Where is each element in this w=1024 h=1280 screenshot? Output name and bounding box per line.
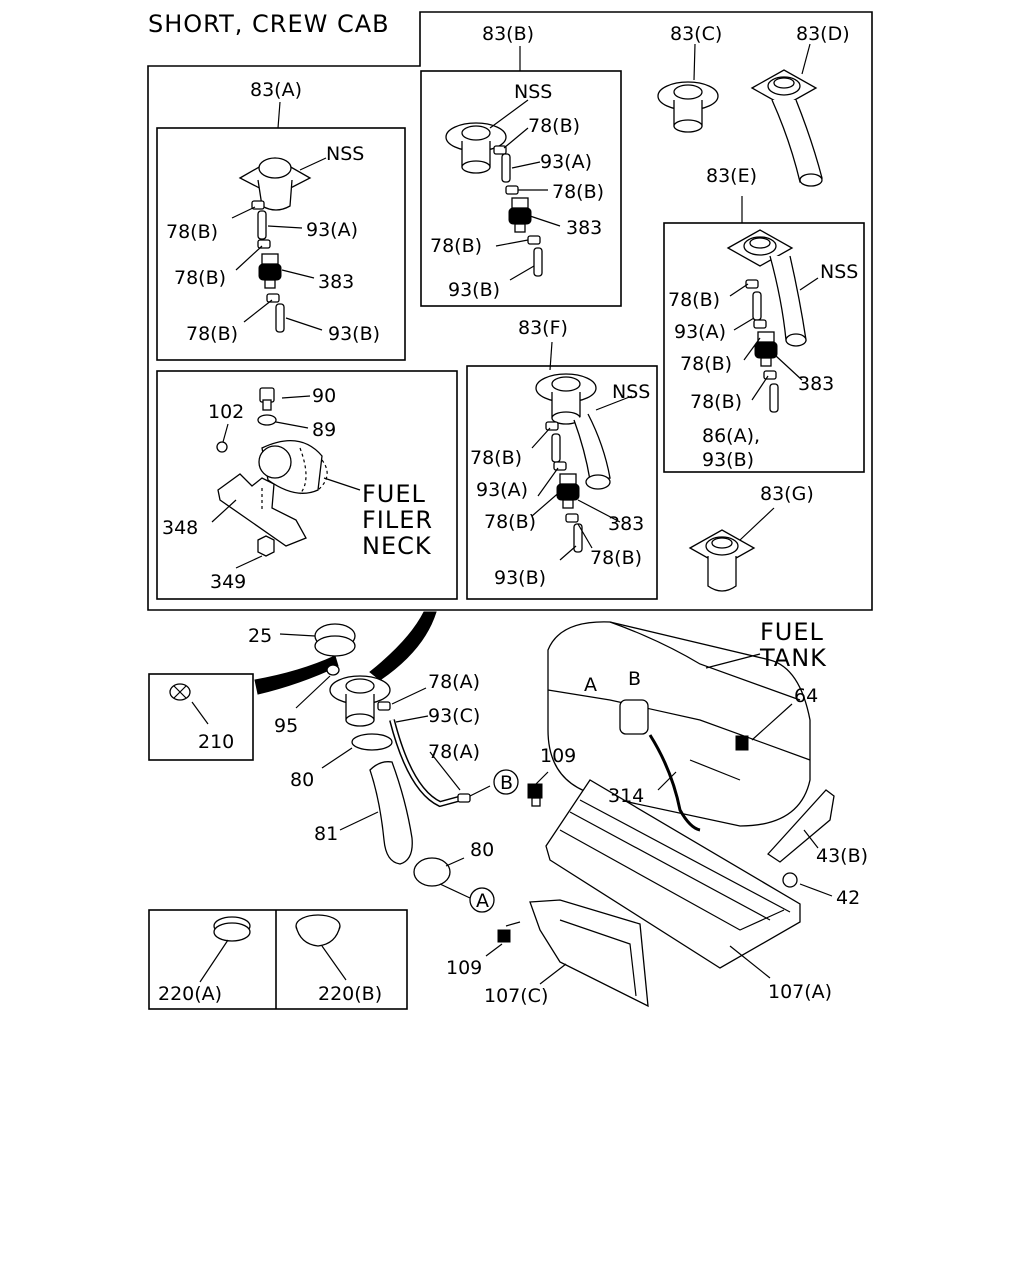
label-83d: 83(D)	[796, 23, 850, 45]
label-78b: 78(B)	[484, 511, 536, 533]
label-78b: 78(B)	[690, 391, 742, 413]
box-83a	[156, 127, 406, 361]
label-93b: 93(B)	[702, 449, 754, 471]
label-78b: 78(B)	[680, 353, 732, 375]
label-93a: 93(A)	[476, 479, 528, 501]
label-107a: 107(A)	[768, 981, 832, 1003]
label-83c: 83(C)	[670, 23, 722, 45]
label-83b: 83(B)	[482, 23, 534, 45]
lower-assembly	[169, 611, 835, 1008]
box-83b	[420, 70, 622, 307]
box-220	[148, 909, 408, 1010]
label-78a: 78(A)	[428, 741, 480, 763]
label-102: 102	[208, 401, 244, 423]
label-25: 25	[248, 625, 272, 647]
label-383: 383	[608, 513, 644, 535]
label-43b: 43(B)	[816, 845, 868, 867]
fuel-filler-neck-assembly	[211, 387, 361, 569]
ref-marker-a: A	[584, 674, 597, 696]
label-93a: 93(A)	[306, 219, 358, 241]
label-42: 42	[836, 887, 860, 909]
label-89: 89	[312, 419, 336, 441]
ref-marker-a: A	[476, 890, 489, 912]
label-nss-b: NSS	[514, 81, 552, 103]
ref-marker-b: B	[500, 772, 513, 794]
label-93b: 93(B)	[448, 279, 500, 301]
label-93a: 93(A)	[674, 321, 726, 343]
label-83g: 83(G)	[760, 483, 814, 505]
label-78b: 78(B)	[470, 447, 522, 469]
label-80: 80	[470, 839, 494, 861]
label-78a: 78(A)	[428, 671, 480, 693]
box-83f	[466, 365, 658, 600]
label-383: 383	[798, 373, 834, 395]
label-nss-a: NSS	[326, 143, 364, 165]
ref-marker-b: B	[628, 668, 641, 690]
assembly-83b	[445, 46, 561, 281]
label-109: 109	[540, 745, 576, 767]
box-210	[148, 673, 254, 761]
label-220a: 220(A)	[158, 983, 222, 1005]
label-383: 383	[318, 271, 354, 293]
label-80: 80	[290, 769, 314, 791]
label-64: 64	[794, 685, 818, 707]
label-109: 109	[446, 957, 482, 979]
label-78b: 78(B)	[552, 181, 604, 203]
label-314: 314	[608, 785, 644, 807]
label-349: 349	[210, 571, 246, 593]
label-nss-e: NSS	[820, 261, 858, 283]
label-81: 81	[314, 823, 338, 845]
part-83g	[689, 507, 775, 592]
label-93a: 93(A)	[540, 151, 592, 173]
label-90: 90	[312, 385, 336, 407]
label-nss-f: NSS	[612, 381, 650, 403]
label-93b: 93(B)	[494, 567, 546, 589]
label-78b: 78(B)	[186, 323, 238, 345]
label-78b: 78(B)	[174, 267, 226, 289]
label-78b: 78(B)	[166, 221, 218, 243]
label-fuel-tank-line1: FUEL	[760, 618, 824, 646]
part-83d	[751, 43, 823, 187]
label-78b: 78(B)	[668, 289, 720, 311]
label-210: 210	[198, 731, 234, 753]
label-95: 95	[274, 715, 298, 737]
assembly-83e	[727, 196, 819, 413]
label-filler-neck-line3: NECK	[362, 532, 432, 560]
label-filler-neck-line1: FUEL	[362, 480, 426, 508]
diagram-title: SHORT, CREW CAB	[148, 10, 390, 38]
label-83a: 83(A)	[250, 79, 302, 101]
part-83c	[657, 43, 719, 133]
assembly-83a	[231, 101, 327, 333]
label-fuel-tank-line2: TANK	[759, 644, 827, 672]
label-83e: 83(E)	[706, 165, 757, 187]
label-93b: 93(B)	[328, 323, 380, 345]
label-93c: 93(C)	[428, 705, 480, 727]
label-348: 348	[162, 517, 198, 539]
label-78b: 78(B)	[590, 547, 642, 569]
assembly-83f	[531, 341, 633, 561]
label-filler-neck-line2: FILER	[362, 506, 433, 534]
label-78b: 78(B)	[430, 235, 482, 257]
box-filler-neck	[156, 370, 458, 600]
label-107c: 107(C)	[484, 985, 548, 1007]
box-83e	[663, 222, 865, 473]
callout-labels: 83(A) 83(B) 83(C) 83(D) 83(E) 83(F) 83(G…	[158, 23, 868, 1007]
label-220b: 220(B)	[318, 983, 382, 1005]
label-78b: 78(B)	[528, 115, 580, 137]
label-86a: 86(A),	[702, 425, 760, 447]
frame-outlines	[147, 11, 873, 1010]
label-83f: 83(F)	[518, 317, 568, 339]
label-383: 383	[566, 217, 602, 239]
